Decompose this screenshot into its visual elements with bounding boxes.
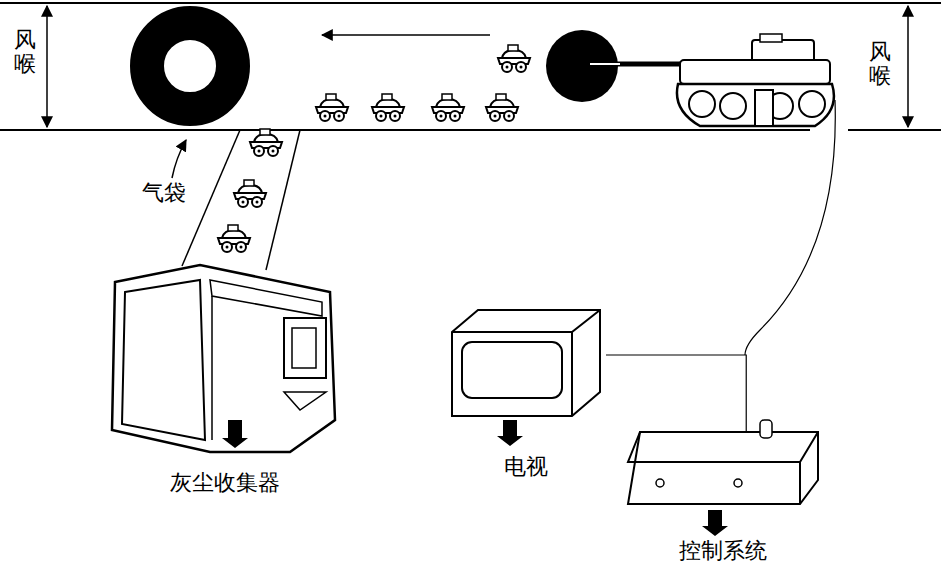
signal-wire	[606, 355, 746, 432]
device-node: 灰尘收集器	[106, 262, 344, 502]
device-node: 控制系统	[622, 432, 824, 572]
duct-label: 风喉	[869, 40, 891, 88]
device-label: 灰尘收集器	[106, 470, 344, 496]
device-node: 电视	[446, 308, 606, 498]
part-label: 气袋	[142, 180, 186, 206]
device-label: 电视	[446, 454, 606, 480]
device-label: 控制系统	[622, 538, 824, 564]
duct-label: 风喉	[14, 28, 36, 76]
